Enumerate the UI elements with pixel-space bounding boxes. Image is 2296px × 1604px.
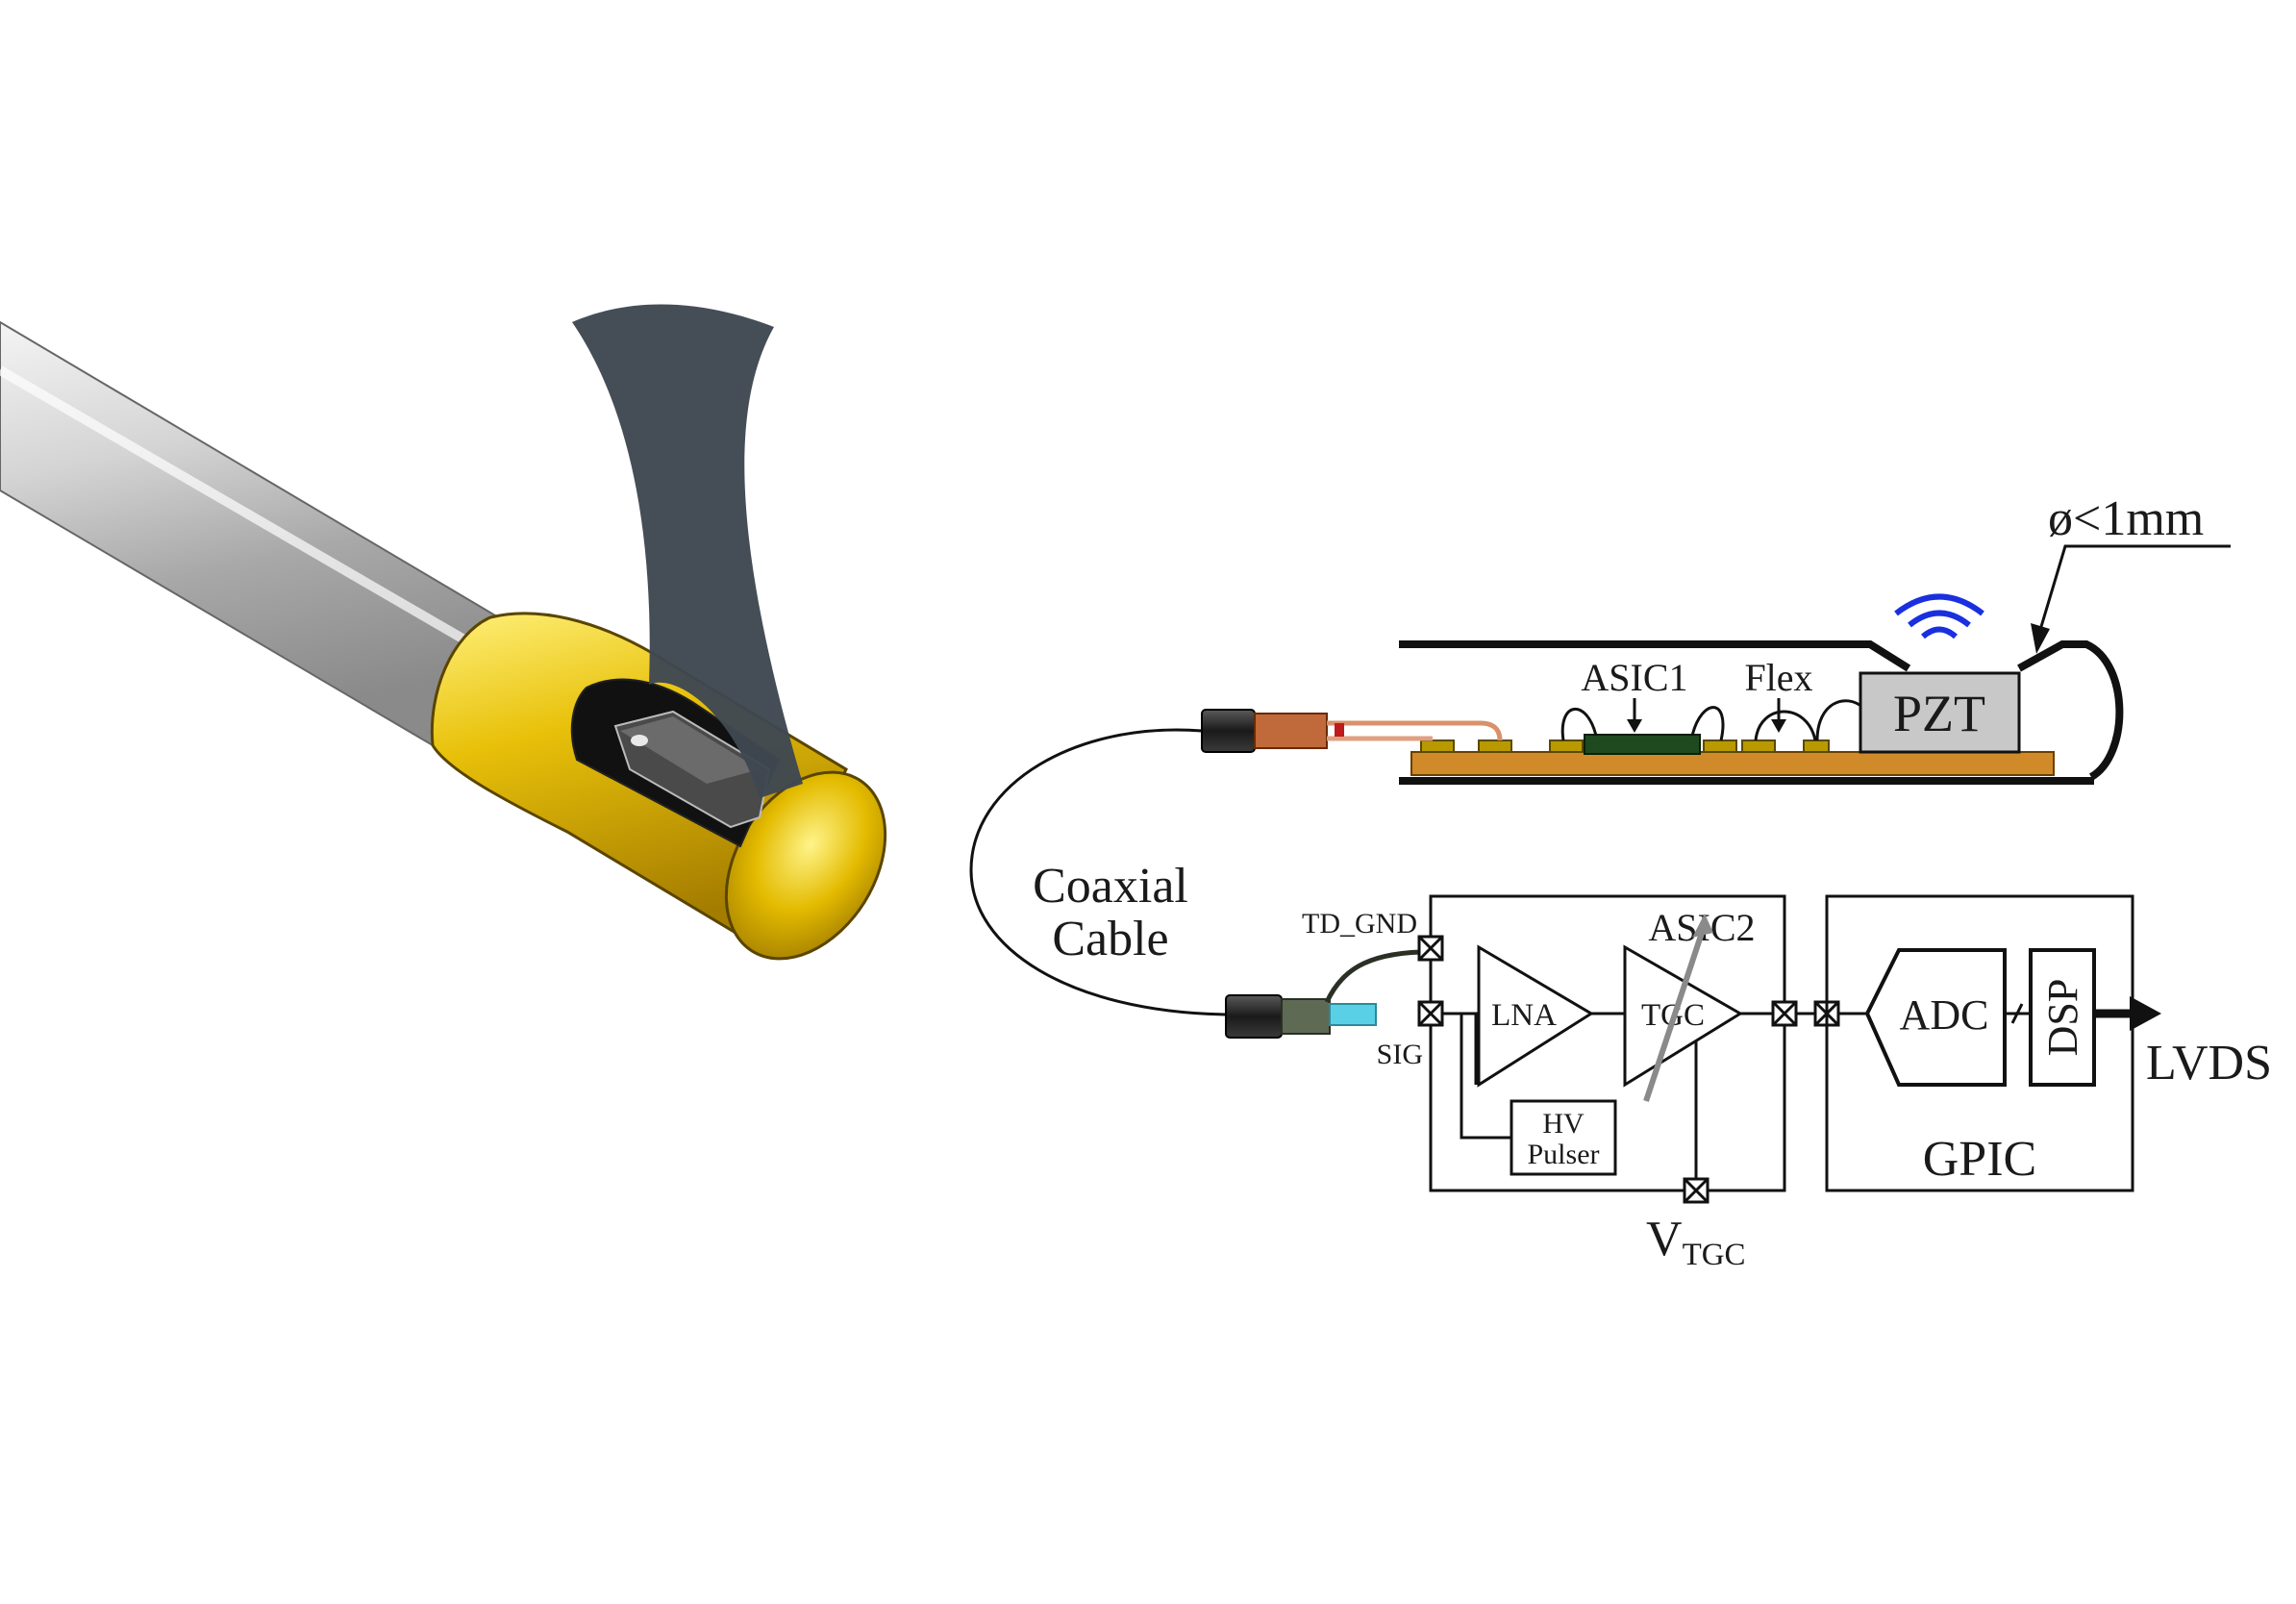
arrow-icon [1771,719,1786,733]
pad [1549,739,1584,753]
sig-label: SIG [1377,1039,1423,1070]
pad [1478,739,1512,753]
cross-section-diagram: PZT ASIC1 Flex ø<1mm [1201,491,2231,785]
lna-amplifier [1477,944,1594,1088]
coax-connector-bottom [1225,994,1283,1039]
housing-top-wall [1399,640,1911,672]
vtgc-sub: TGC [1683,1238,1746,1272]
arrow-icon [1692,914,1713,938]
adc-label: ADC [1900,991,1989,1039]
coaxial-cable: Coaxial Cable [969,728,1422,1039]
coax-braid-top [1254,713,1328,749]
terminal-cross [1417,935,1444,962]
vtgc-main: V [1646,1212,1683,1266]
chip-face [620,716,760,784]
td-gnd-label: TD_GND [1302,908,1417,940]
coax-label-line1: Coaxial [1033,859,1188,914]
bond-dot [631,735,648,746]
ultrasound-wave-icon [1894,593,1984,639]
tgc-amplifier [1623,944,1743,1088]
housing-top-wall-right [2017,640,2124,781]
lna-label: LNA [1491,998,1557,1033]
hv-label-line1: HV [1542,1108,1585,1140]
cable-loop [969,728,1227,1016]
wire-bonds [1560,699,1864,741]
wire-sig-to-hv [1460,1014,1511,1140]
coax-braid-bottom [1281,998,1331,1035]
gnd-wire [1324,949,1422,1004]
gpic-label: GPIC [1923,1132,2036,1187]
coax-inner-wires-top [1327,720,1503,741]
bond-wire [1754,710,1817,741]
pcb-pads [1420,739,1830,753]
coax-core-marker [1335,723,1344,737]
diameter-label: ø<1mm [2048,491,2204,546]
terminal-cross [1417,1000,1444,1027]
asic2-wiring [1442,1012,1867,1179]
gpic-boundary [1825,894,2134,1192]
pad [1803,739,1830,753]
adc-block [1864,948,2007,1087]
diameter-leader [2038,544,2231,631]
arrow-icon [2031,623,2050,654]
gpic-block: ADC DSP GPIC LVDS [1825,894,2272,1192]
asic2-boundary [1429,894,1786,1192]
asic1-label: ASIC1 [1581,656,1687,699]
terminal-cross [1771,1000,1798,1027]
flex-label: Flex [1744,656,1812,699]
hv-label-line2: Pulser [1528,1139,1600,1170]
pad [1420,739,1455,753]
hv-pulser-box [1510,1099,1617,1176]
shaft-highlight [0,365,484,654]
bond-wire [1560,707,1598,741]
pad [1741,739,1776,753]
wave-arc [1894,593,1984,616]
terminal-cross [1683,1177,1710,1204]
pcb-board [1410,751,2055,776]
catheter-illustration [0,304,887,961]
pad [1703,739,1737,753]
wave-arc [1921,626,1958,639]
asic2-block: ASIC2 TD_GND SIG L [1302,894,1867,1272]
lvds-label: LVDS [2146,1036,2272,1090]
vtgc-label: VTGC [1646,1212,1746,1272]
sig-wire-insulation [1329,1003,1377,1026]
variable-gain-arrow [1643,932,1705,1102]
catheter-shaft [0,320,497,750]
dsp-label: DSP [2039,979,2086,1057]
arrow-icon [1627,719,1642,733]
wave-arc [1908,610,1971,628]
coax-label-line2: Cable [1052,912,1168,966]
bond-wire [1690,706,1725,741]
ultrasound-beam [572,304,803,799]
pzt-label: PZT [1893,685,1985,742]
asic1-chip [1584,734,1701,755]
pzt-block [1859,671,2021,754]
coax-connector-top [1201,709,1256,753]
bond-wire [1815,699,1864,741]
arrow-icon [2130,996,2161,1031]
bus-width-slash [2010,1003,2024,1024]
